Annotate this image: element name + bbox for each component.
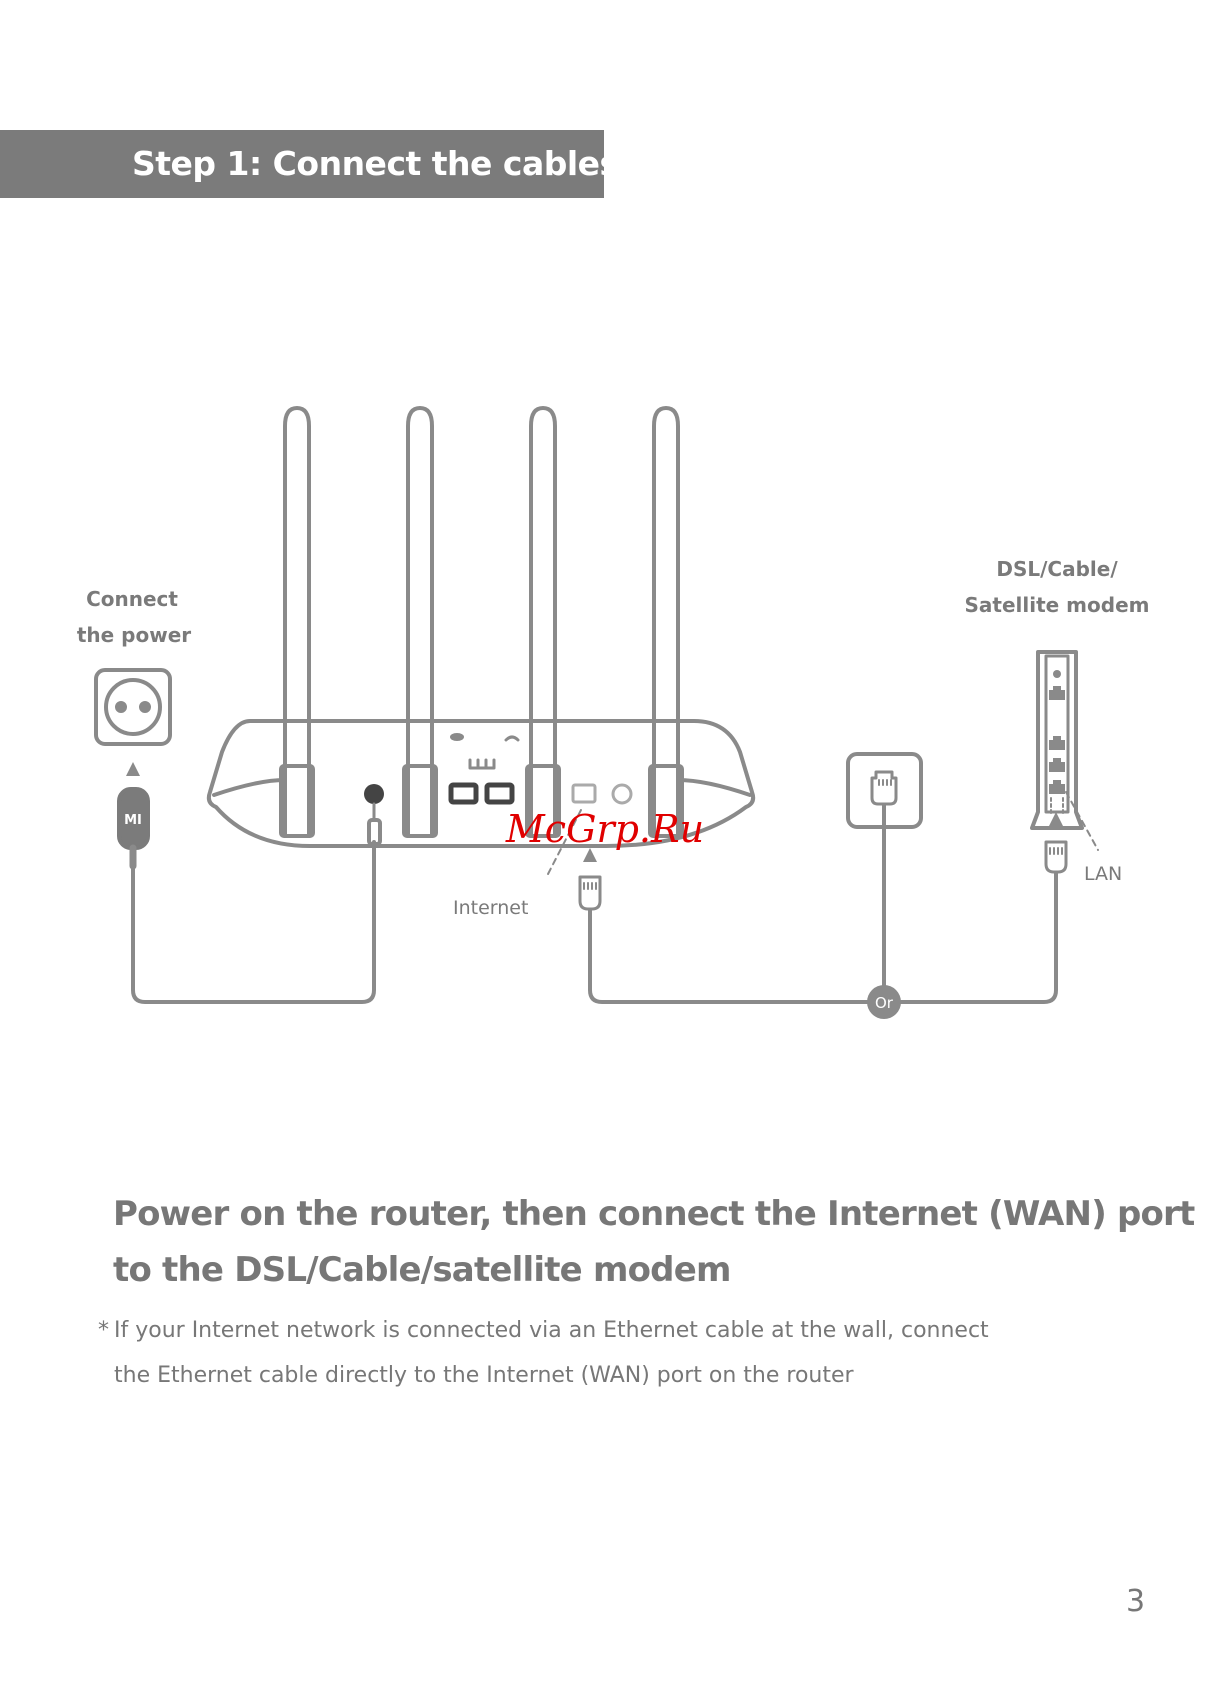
- step-title: Step 1: Connect the cables: [132, 144, 619, 183]
- status-led-icon: [450, 733, 464, 741]
- instruction-note: *If your Internet network is connected v…: [98, 1308, 1148, 1398]
- page-number: 3: [1126, 1584, 1146, 1619]
- direction-arrows: [126, 762, 1063, 862]
- arrow-up-icon: [126, 762, 140, 776]
- power-label-line1: Connect: [86, 587, 178, 611]
- lan-label: LAN: [1084, 863, 1122, 885]
- ethernet-plug-icon: [1044, 840, 1068, 874]
- router-body: [206, 719, 756, 848]
- wall-plug-icon: [117, 787, 150, 870]
- modem-label-line1: DSL/Cable/: [996, 557, 1118, 581]
- lan-port-icon: [484, 782, 515, 805]
- ethernet-plug-icon: [870, 770, 898, 806]
- step-banner: Step 1: Connect the cables: [0, 130, 619, 198]
- dc-plug-icon: [367, 818, 382, 846]
- ethernet-plug-icon: [578, 875, 602, 911]
- internet-label: Internet: [453, 897, 528, 919]
- or-label: Or: [875, 994, 894, 1012]
- note-asterisk: *: [98, 1318, 109, 1343]
- watermark: McGrp.Ru: [505, 807, 704, 851]
- modem-label-line2: Satellite modem: [965, 593, 1150, 617]
- arrow-up-icon: [583, 848, 597, 862]
- heading-line1: Power on the router, then connect the In…: [113, 1194, 1195, 1234]
- arrow-up-icon: [1049, 812, 1063, 826]
- wan-port-icon: [571, 783, 597, 804]
- connection-diagram: Connect the power DSL/Cable/ Satellite m…: [77, 406, 1150, 1019]
- instruction-heading: Power on the router, then connect the In…: [113, 1186, 1195, 1298]
- lan-port-icon: [448, 782, 479, 805]
- power-label-line2: the power: [77, 623, 191, 647]
- power-port-icon: [364, 784, 384, 804]
- plug-logo: MI: [124, 813, 142, 828]
- power-cable: [131, 840, 376, 1004]
- router-ports: [364, 782, 633, 805]
- note-line2: the Ethernet cable directly to the Inter…: [114, 1363, 854, 1388]
- note-line1: If your Internet network is connected vi…: [114, 1318, 989, 1343]
- reset-button-icon: [611, 783, 633, 805]
- heading-line2: to the DSL/Cable/satellite modem: [113, 1250, 731, 1290]
- router-antennas: [283, 406, 680, 838]
- or-junction: [867, 985, 901, 1019]
- modem-icon: [1030, 650, 1084, 830]
- internet-cable: [588, 870, 1058, 1004]
- power-socket-icon: [94, 668, 172, 746]
- wall-ethernet-outlet-icon: [846, 752, 923, 829]
